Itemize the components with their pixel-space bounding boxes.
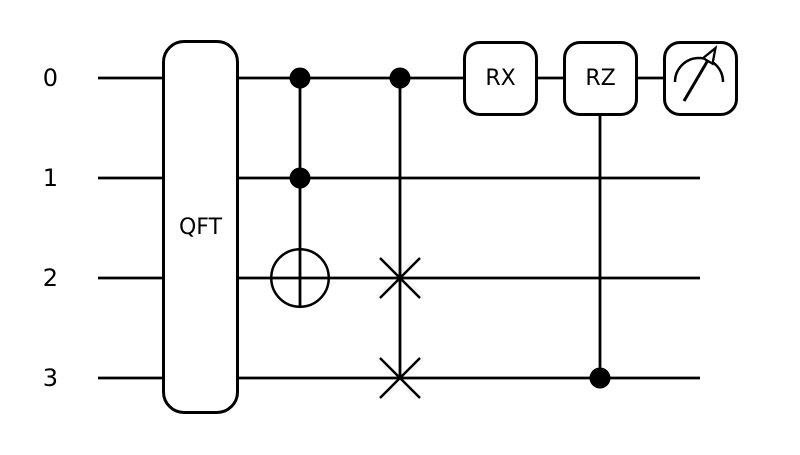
meter-needle [682,54,713,102]
rx-gate-box: RX [463,41,538,116]
qubit-label-3: 3 [42,364,58,392]
qft-gate-label: QFT [178,214,223,240]
measurement-gate-box [663,41,738,116]
cnot-target-icon [270,248,330,308]
qubit-label-0: 0 [42,64,58,92]
ccx-control-dot-q1 [289,167,311,189]
rz-gate-box: RZ [563,41,638,116]
cswap-control-dot-q0 [389,67,411,89]
swap-cross-q3-icon [379,357,421,399]
rx-gate-label: RX [485,66,516,91]
qft-gate-box: QFT [162,40,239,414]
swap-cross-q2-icon [379,257,421,299]
meter-needle-arrowhead [701,45,718,66]
meter-arc [673,56,725,83]
ccx-control-dot-q0 [289,67,311,89]
measurement-meter-icon [673,45,725,102]
qubit-label-2: 2 [42,264,58,292]
rz-gate-label: RZ [585,66,616,91]
qubit-label-1: 1 [42,164,58,192]
crz-control-dot-q3 [589,367,611,389]
